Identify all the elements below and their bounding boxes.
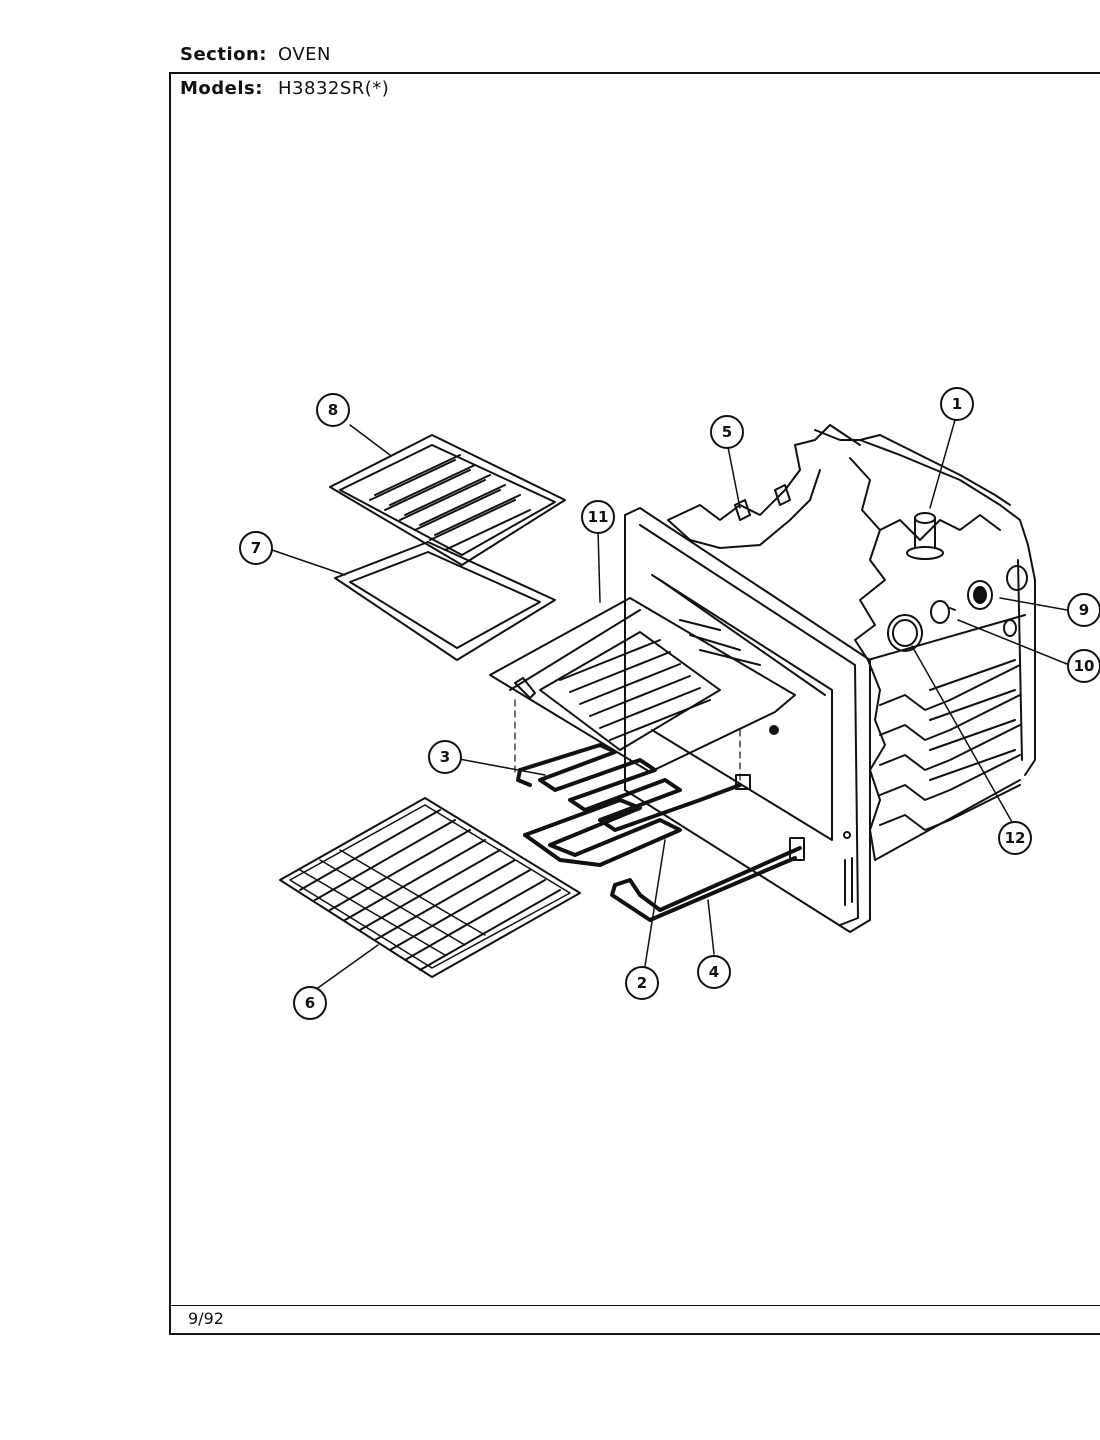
svg-text:11: 11 (588, 508, 609, 526)
models-label: Models: (180, 78, 263, 99)
leader-lines (271, 419, 1068, 991)
callout-3: 3 (428, 740, 462, 774)
oven-cavity-body (667, 424, 1036, 861)
svg-text:4: 4 (709, 963, 719, 981)
callout-1: 1 (940, 387, 974, 421)
svg-text:7: 7 (251, 539, 261, 557)
element-loop-4 (610, 837, 805, 922)
svg-text:12: 12 (1005, 829, 1026, 847)
broiler-pan (334, 541, 556, 661)
callout-9: 9 (1067, 593, 1100, 627)
models-value: H3832SR(*) (278, 78, 390, 99)
footer-date: 9/92 (188, 1309, 224, 1328)
callout-5: 5 (710, 415, 744, 449)
svg-text:9: 9 (1079, 601, 1089, 619)
callouts: 1 2 3 4 5 6 7 8 9 10 11 12 (239, 387, 1100, 1020)
light-bulb-10 (930, 600, 956, 624)
footer-divider (169, 1305, 1100, 1306)
svg-text:10: 10 (1074, 657, 1095, 675)
sensor-bulb-1 (906, 512, 944, 560)
bake-element (516, 743, 751, 832)
svg-text:2: 2 (637, 974, 647, 992)
callout-11: 11 (581, 500, 615, 534)
light-socket-9 (967, 580, 993, 610)
callout-2: 2 (625, 966, 659, 1000)
callout-12: 12 (998, 821, 1032, 855)
section-value: OVEN (278, 44, 332, 65)
callout-4: 4 (697, 955, 731, 989)
callout-8: 8 (316, 393, 350, 427)
section-header: Section: OVEN (180, 44, 331, 65)
svg-text:6: 6 (305, 994, 315, 1012)
broil-element-2 (523, 798, 682, 867)
models-header: Models: H3832SR(*) (180, 78, 389, 99)
callout-7: 7 (239, 531, 273, 565)
svg-text:8: 8 (328, 401, 338, 419)
callout-6: 6 (293, 986, 327, 1020)
svg-text:3: 3 (440, 748, 450, 766)
broil-element-plate (489, 597, 796, 781)
callout-10: 10 (1067, 649, 1100, 683)
oven-rack (279, 797, 581, 978)
light-cover-12 (887, 614, 923, 652)
section-label: Section: (180, 44, 267, 65)
broiler-pan-grid (329, 434, 566, 566)
drawing-frame (169, 72, 1100, 1335)
svg-text:5: 5 (722, 423, 732, 441)
svg-text:1: 1 (952, 395, 962, 413)
